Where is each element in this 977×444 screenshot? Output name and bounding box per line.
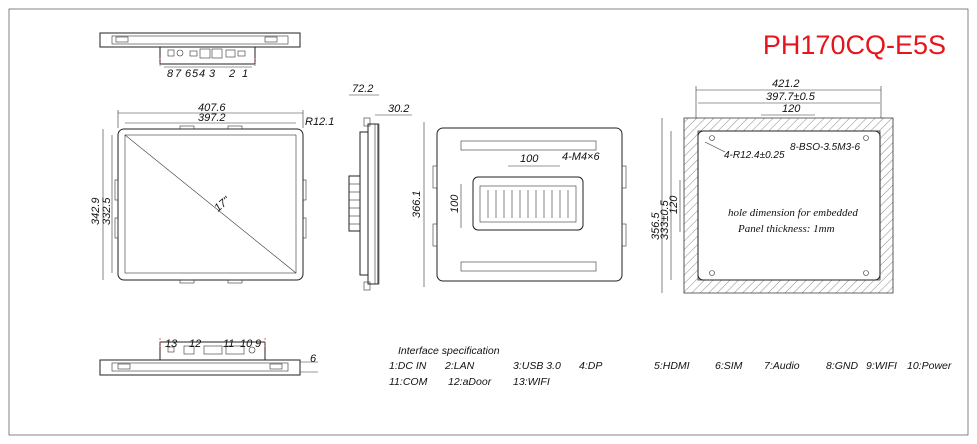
port-icon	[199, 48, 211, 59]
dim-thickness: 30.2	[388, 103, 409, 115]
spec-item: 3:USB 3.0	[513, 360, 561, 372]
spec-item: 10:Power	[907, 360, 952, 372]
dim-vesa-h: 100	[449, 194, 461, 213]
port-icon	[237, 50, 246, 57]
front-bezel	[117, 128, 304, 281]
port-icon	[211, 48, 223, 59]
cutout-view: 421.2 397.7±0.5 120 4-R12.4±0.25 8-BSO-3…	[650, 78, 894, 294]
port-icon	[225, 49, 236, 58]
bottom-view: 13 12 11 10 9 6	[99, 338, 318, 376]
rear-view: 100 4-M4×6 100 366.1	[411, 122, 627, 287]
port-number: 10	[240, 338, 253, 350]
dim-height-inner: 332.5	[101, 197, 113, 225]
port-icon	[248, 346, 256, 354]
port-icon	[183, 345, 195, 355]
dim-width-inner: 397.2	[198, 112, 226, 124]
rear-housing	[436, 127, 623, 282]
port-icon	[176, 49, 184, 57]
port-number: 3	[209, 68, 216, 80]
dim-width-outer: 407.6	[198, 102, 226, 114]
dim-cut-height-center: 120	[668, 195, 680, 214]
dim-screw: 4-M4×6	[562, 151, 600, 163]
cutout-hatch	[683, 117, 894, 294]
port-number: 6	[185, 68, 192, 80]
dim-radius: R12.1	[305, 116, 334, 128]
dim-depth: 72.2	[352, 83, 373, 95]
port-number: 4	[199, 68, 205, 80]
port-icon	[167, 49, 175, 57]
spec-item: 5:HDMI	[654, 360, 690, 372]
port-number: 12	[189, 338, 201, 350]
side-view: 72.2 30.2	[348, 83, 412, 291]
drawing-border	[8, 8, 969, 436]
spec-item: 7:Audio	[764, 360, 800, 372]
spec-item: 1:DC IN	[389, 360, 427, 372]
dim-cut-screw: 8-BSO-3.5M3-6	[790, 142, 860, 153]
dim-cut-width: 397.7±0.5	[766, 91, 816, 103]
spec-item: 4:DP	[579, 360, 602, 372]
port-icon	[225, 345, 245, 355]
port-icon	[189, 50, 198, 57]
model-title: PH170CQ-E5S	[763, 30, 946, 60]
port-number: 11	[223, 338, 234, 350]
diagonal-line	[124, 134, 297, 274]
rear-module	[472, 176, 584, 231]
port-icon	[203, 345, 223, 355]
spec-item: 11:COM	[389, 376, 428, 388]
spec-item: 9:WIFI	[866, 360, 897, 372]
heatsink	[348, 175, 361, 232]
dim-cut-radius: 4-R12.4±0.25	[724, 150, 785, 161]
port-number: 2	[228, 68, 235, 80]
dim-bottom-thickness: 6	[310, 353, 317, 365]
front-view: 17" 407.6 397.2 R12.1 342.9 332.5	[90, 102, 334, 284]
port-number: 5	[192, 68, 199, 80]
dim-rear-height: 366.1	[411, 190, 423, 218]
spec-item: 6:SIM	[715, 360, 743, 372]
top-view: 8 7 6 5 4 3 2 1	[99, 32, 301, 80]
dim-cut-height: 333±0.5	[659, 199, 671, 240]
spec-title: Interface specification	[398, 345, 500, 357]
interface-spec: Interface specification 1:DC IN 2:LAN 3:…	[389, 345, 952, 388]
spec-item: 12:aDoor	[448, 376, 492, 388]
spec-item: 8:GND	[826, 360, 859, 372]
cutout-opening	[697, 130, 881, 281]
dim-cut-width-outer: 421.2	[772, 78, 800, 90]
spec-item: 2:LAN	[444, 360, 475, 372]
port-number: 8	[167, 68, 174, 80]
cutout-note-line2: Panel thickness: 1mm	[737, 223, 835, 235]
top-io-panel	[159, 46, 256, 65]
dim-cut-height-outer: 356.5	[650, 212, 662, 240]
dim-height-outer: 342.9	[90, 197, 102, 225]
display-area	[124, 134, 297, 274]
dim-cut-width-center: 120	[782, 103, 801, 115]
diagonal-size: 17"	[212, 194, 233, 214]
port-number: 1	[242, 68, 248, 80]
dim-vesa-w: 100	[520, 153, 539, 165]
port-icon	[167, 346, 175, 353]
port-number: 13	[165, 338, 178, 350]
port-number: 9	[255, 338, 261, 350]
cutout-note-line1: hole dimension for embedded	[728, 207, 858, 219]
spec-item: 13:WIFI	[513, 376, 550, 388]
port-number: 7	[175, 68, 182, 80]
